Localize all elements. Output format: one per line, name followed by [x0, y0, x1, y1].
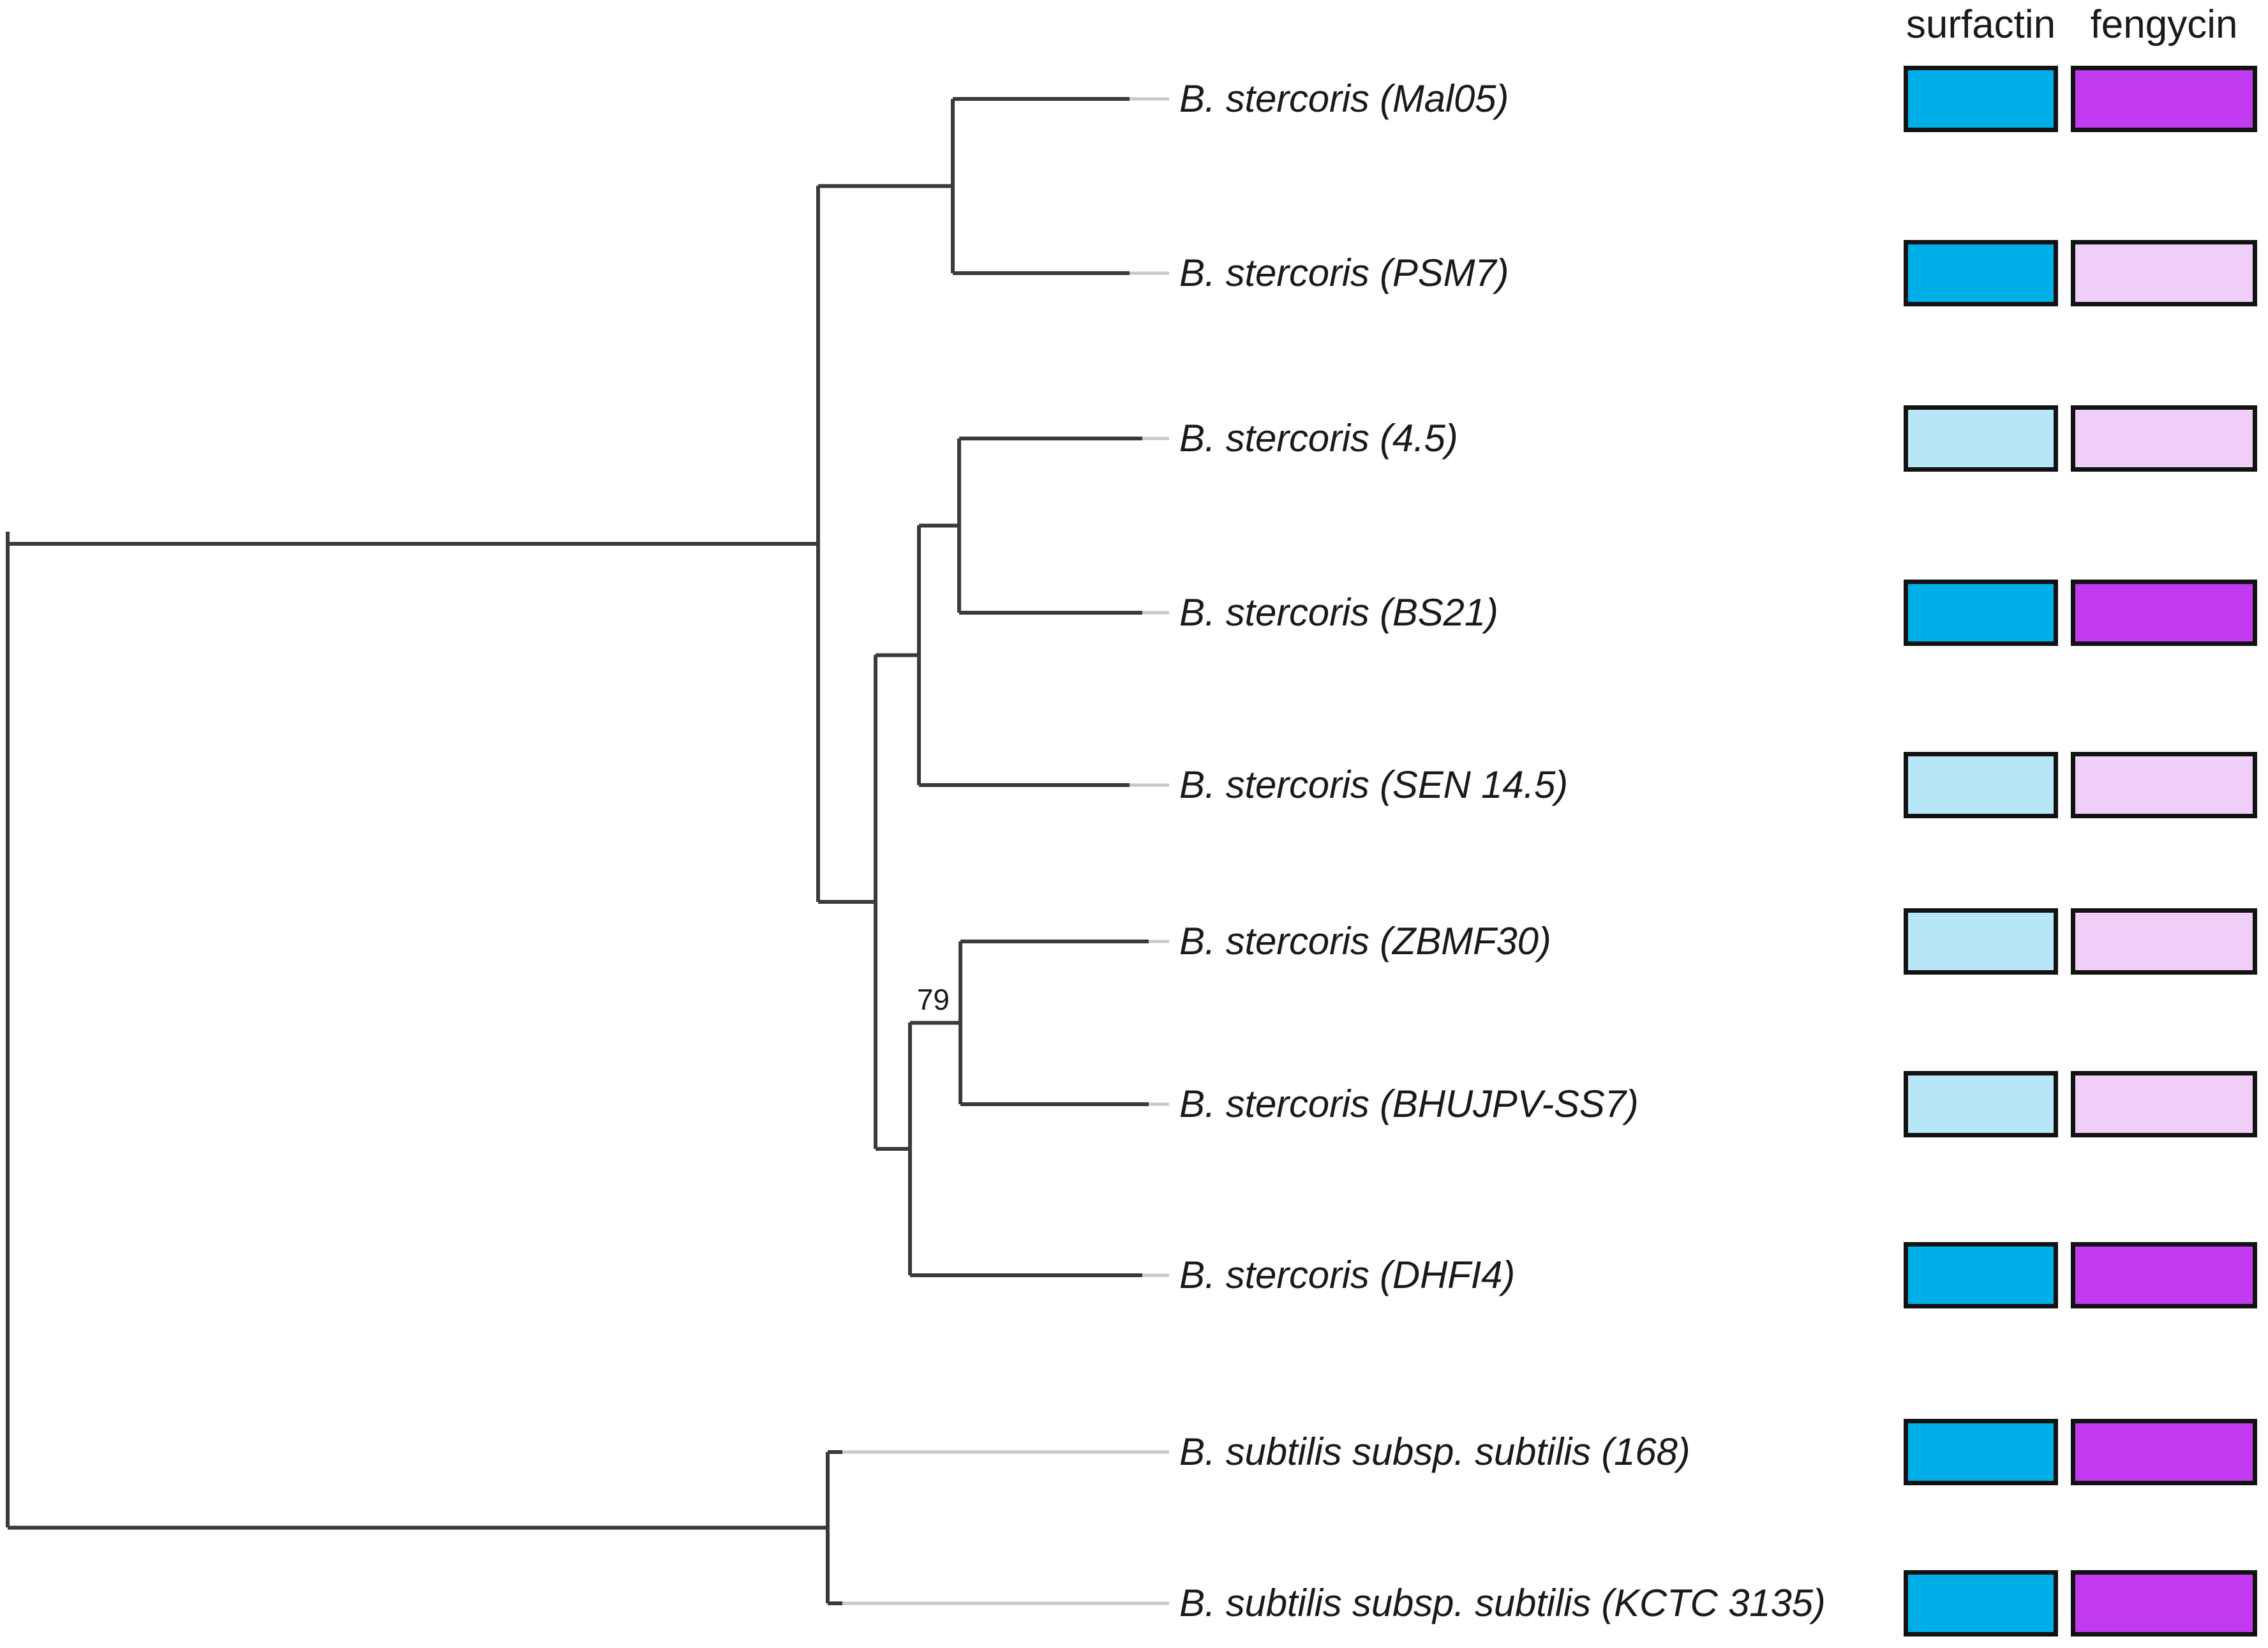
column-header-surfactin: surfactin: [1906, 3, 2056, 47]
swatch-surfactin-subtilis-kctc-3135: [1904, 1570, 2058, 1637]
swatch-surfactin-bhujpv-ss7: [1904, 1071, 2058, 1137]
column-header-fengycin: fengycin: [2090, 3, 2238, 47]
swatch-fengycin-zbmf30: [2071, 908, 2257, 975]
swatch-fengycin-dhfi4: [2071, 1242, 2257, 1308]
swatch-fengycin-subtilis-kctc-3135: [2071, 1570, 2257, 1637]
taxon-label-bs21: B. stercoris (BS21): [1179, 591, 1498, 634]
taxon-label-sen-14-5: B. stercoris (SEN 14.5): [1179, 763, 1568, 806]
swatch-fengycin-psm7: [2071, 240, 2257, 306]
swatch-fengycin-strain-4-5: [2071, 405, 2257, 472]
swatch-surfactin-strain-4-5: [1904, 405, 2058, 472]
taxon-label-subtilis-168: B. subtilis subsp. subtilis (168): [1179, 1430, 1690, 1473]
swatch-fengycin-subtilis-168: [2071, 1419, 2257, 1485]
swatch-surfactin-zbmf30: [1904, 908, 2058, 975]
swatch-surfactin-mal05: [1904, 66, 2058, 132]
taxon-label-strain-4-5: B. stercoris (4.5): [1179, 417, 1458, 460]
swatch-surfactin-psm7: [1904, 240, 2058, 306]
swatch-fengycin-bhujpv-ss7: [2071, 1071, 2257, 1137]
taxon-label-psm7: B. stercoris (PSM7): [1179, 251, 1509, 294]
taxon-label-dhfi4: B. stercoris (DHFI4): [1179, 1254, 1516, 1296]
taxon-label-zbmf30: B. stercoris (ZBMF30): [1179, 920, 1551, 963]
swatch-fengycin-bs21: [2071, 580, 2257, 646]
taxon-label-mal05: B. stercoris (Mal05): [1179, 77, 1509, 120]
bootstrap-support-value: 79: [916, 983, 950, 1016]
taxon-label-bhujpv-ss7: B. stercoris (BHUJPV-SS7): [1179, 1082, 1639, 1125]
swatch-surfactin-subtilis-168: [1904, 1419, 2058, 1485]
swatch-surfactin-dhfi4: [1904, 1242, 2058, 1308]
swatch-fengycin-sen-14-5: [2071, 752, 2257, 818]
swatch-surfactin-sen-14-5: [1904, 752, 2058, 818]
swatch-fengycin-mal05: [2071, 66, 2257, 132]
taxon-label-subtilis-kctc-3135: B. subtilis subsp. subtilis (KCTC 3135): [1179, 1582, 1826, 1624]
swatch-surfactin-bs21: [1904, 580, 2058, 646]
